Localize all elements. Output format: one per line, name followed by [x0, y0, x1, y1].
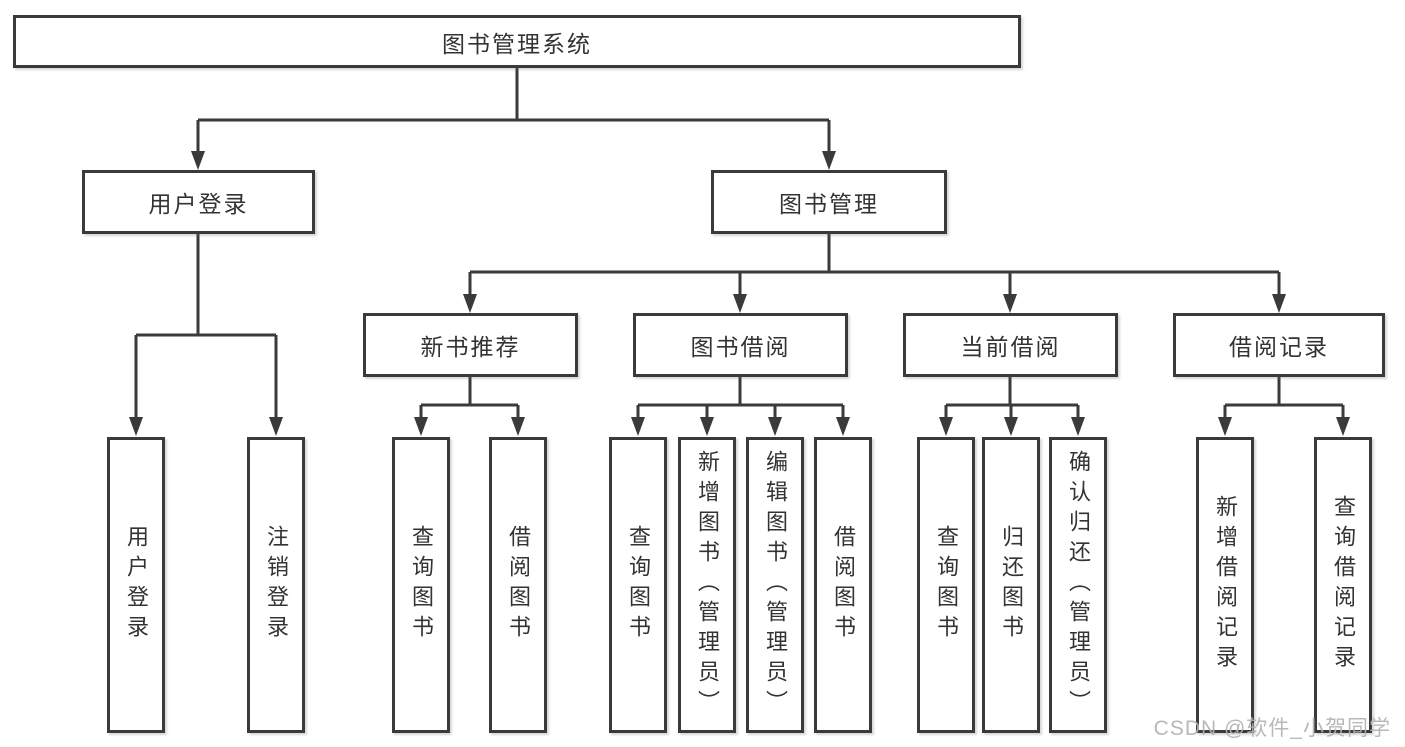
- arrow-down-icon: [129, 417, 143, 436]
- arrow-down-icon: [631, 417, 645, 436]
- leaf-query-books: 查询图书: [609, 437, 667, 733]
- node-label: 查询图书: [409, 525, 434, 645]
- node-label: 图书管理系统: [442, 30, 592, 57]
- arrow-down-icon: [463, 294, 477, 313]
- node-label: 确认归还（管理员）: [1066, 450, 1091, 720]
- arrow-down-icon: [414, 417, 428, 436]
- node-label: 注销登录: [264, 525, 289, 645]
- node-book-borrowing: 图书借阅: [633, 313, 848, 377]
- arrow-down-icon: [1272, 294, 1286, 313]
- arrow-down-icon: [822, 151, 836, 170]
- node-label: 新增图书（管理员）: [695, 450, 720, 720]
- connector-book-mgmt-branch: [468, 234, 1281, 296]
- leaf-confirm-return-admin: 确认归还（管理员）: [1049, 437, 1107, 733]
- leaf-borrow-books: 借阅图书: [489, 437, 547, 733]
- leaf-query-books: 查询图书: [392, 437, 450, 733]
- arrow-down-icon: [1003, 294, 1017, 313]
- node-current-borrowing: 当前借阅: [903, 313, 1118, 377]
- arrow-down-icon: [1218, 417, 1232, 436]
- connector-user-login-branch: [134, 234, 278, 419]
- leaf-edit-books-admin: 编辑图书（管理员）: [746, 437, 804, 733]
- node-label: 借阅记录: [1229, 334, 1329, 360]
- node-label: 借阅图书: [831, 525, 856, 645]
- arrow-down-icon: [1071, 417, 1085, 436]
- node-label: 借阅图书: [506, 525, 531, 645]
- connector-level3-branches: [419, 377, 1345, 419]
- node-label: 新增借阅记录: [1213, 495, 1238, 675]
- node-label: 查询图书: [626, 525, 651, 645]
- leaf-query-books: 查询图书: [917, 437, 975, 733]
- node-label: 图书借阅: [690, 334, 791, 360]
- node-label: 编辑图书（管理员）: [763, 450, 788, 720]
- node-borrowing-records: 借阅记录: [1173, 313, 1385, 377]
- arrow-down-icon: [269, 417, 283, 436]
- arrow-down-icon: [1336, 417, 1350, 436]
- leaf-borrow-books: 借阅图书: [814, 437, 872, 733]
- node-label: 用户登录: [124, 525, 149, 645]
- arrow-down-icon: [1004, 417, 1018, 436]
- node-label: 用户登录: [148, 191, 249, 217]
- leaf-user-login: 用户登录: [107, 437, 165, 733]
- leaf-query-borrowing-record: 查询借阅记录: [1314, 437, 1372, 733]
- arrow-down-icon: [939, 417, 953, 436]
- node-label: 当前借阅: [960, 334, 1061, 360]
- arrow-down-icon: [733, 294, 747, 313]
- node-new-book-recommendation: 新书推荐: [363, 313, 578, 377]
- node-user-login: 用户登录: [82, 170, 315, 234]
- leaf-add-books-admin: 新增图书（管理员）: [678, 437, 736, 733]
- leaf-return-books: 归还图书: [982, 437, 1040, 733]
- node-book-management: 图书管理: [711, 170, 947, 234]
- node-label: 查询图书: [934, 525, 959, 645]
- node-label: 归还图书: [999, 525, 1024, 645]
- node-label: 新书推荐: [420, 334, 521, 360]
- arrow-down-icon: [511, 417, 525, 436]
- leaf-add-borrowing-record: 新增借阅记录: [1196, 437, 1254, 733]
- arrow-down-icon: [191, 151, 205, 170]
- node-label: 图书管理: [779, 191, 879, 217]
- arrowheads: [129, 151, 1350, 436]
- connector-root-branch: [196, 68, 831, 153]
- arrow-down-icon: [836, 417, 850, 436]
- node-label: 查询借阅记录: [1331, 495, 1356, 675]
- leaf-logout: 注销登录: [247, 437, 305, 733]
- arrow-down-icon: [768, 417, 782, 436]
- arrow-down-icon: [700, 417, 714, 436]
- csdn-watermark: CSDN @软件_小贺同学: [1153, 717, 1391, 740]
- node-library-management-system: 图书管理系统: [13, 15, 1021, 68]
